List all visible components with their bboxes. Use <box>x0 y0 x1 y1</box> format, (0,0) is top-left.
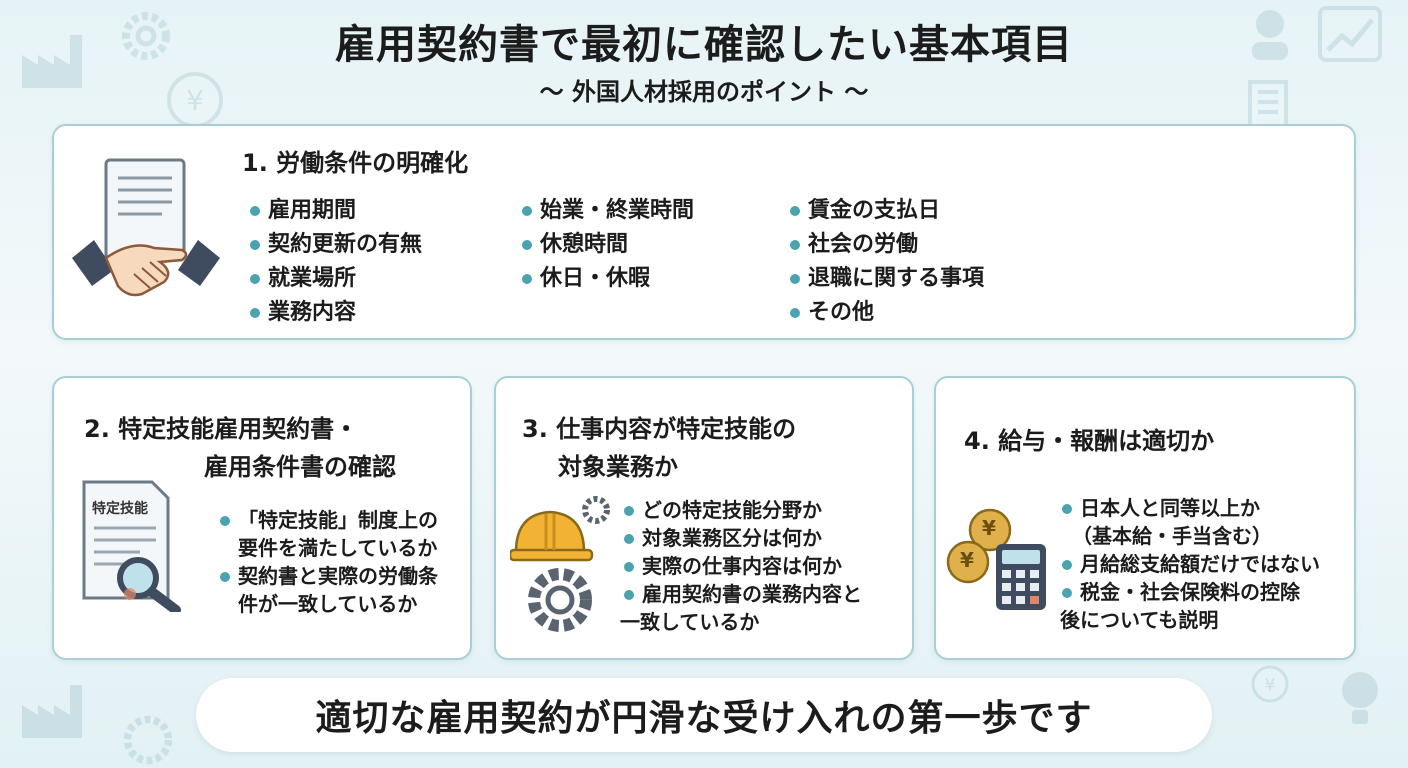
page-title: 雇用契約書で最初に確認したい基本項目 <box>335 22 1073 68</box>
list-item: 業務内容 <box>248 296 422 330</box>
card-2-title-line2: 雇用条件書の確認 <box>204 453 396 481</box>
helmet-gear-icon <box>510 496 610 632</box>
list-item: 契約更新の有無 <box>248 228 422 262</box>
list-item: 「特定技能」制度上の要件を満たしているか <box>218 506 438 562</box>
svg-text:¥: ¥ <box>186 84 204 117</box>
card-job-scope: 3. 仕事内容が特定技能の 対象業務か どの特定技能分野か 対象業務区分は何か … <box>494 376 914 660</box>
card-working-conditions: 1. 労働条件の明確化 雇用期間 契約更新の有無 就業場所 業務内容 始業・終業… <box>52 124 1356 340</box>
chart-icon <box>1318 6 1382 62</box>
card-contract-check: 2. 特定技能雇用契約書・ 雇用条件書の確認 特定技能 「特定技能」制度上の要件… <box>52 376 472 660</box>
card-1-title: 1. 労働条件の明確化 <box>242 149 469 177</box>
list-item: 休日・休暇 <box>520 262 694 296</box>
yen-coin-icon: ¥ <box>1251 665 1289 703</box>
gear-icon <box>122 12 170 60</box>
gear-icon <box>123 715 173 765</box>
card-4-title: 4. 給与・報酬は適切か <box>964 427 1215 455</box>
card-3-list: どの特定技能分野か 対象業務区分は何か 実際の仕事内容は何か 雇用契約書の業務内… <box>620 496 862 636</box>
handshake-contract-icon <box>72 158 220 297</box>
list-item: 休憩時間 <box>520 228 694 262</box>
card-2-title-line1: 2. 特定技能雇用契約書・ <box>84 415 359 443</box>
page-subtitle: 〜 外国人材採用のポイント 〜 <box>539 78 869 106</box>
factory-icon <box>22 35 82 88</box>
list-item: 対象業務区分は何か <box>622 524 862 552</box>
list-item: 賃金の支払日 <box>788 194 984 228</box>
document-label: 特定技能 <box>92 501 148 517</box>
card-1-list-col2: 始業・終業時間 休憩時間 休日・休暇 <box>520 194 694 296</box>
list-item: 契約書と実際の労働条件が一致しているか <box>218 562 438 618</box>
yen-symbol: ¥ <box>960 548 974 572</box>
svg-text:¥: ¥ <box>1264 675 1275 696</box>
list-item: 月給総支給額だけではない <box>1060 550 1320 578</box>
worker-icon <box>1252 10 1288 60</box>
yen-symbol: ¥ <box>982 516 996 540</box>
card-3-title-line1: 3. 仕事内容が特定技能の <box>522 415 797 443</box>
footer-message: 適切な雇用契約が円滑な受け入れの第一歩です <box>196 678 1212 752</box>
card-1-list-col1: 雇用期間 契約更新の有無 就業場所 業務内容 <box>248 194 422 330</box>
lightbulb-icon <box>1342 672 1378 724</box>
list-item: 雇用契約書の業務内容と一致しているか <box>620 582 862 634</box>
list-item: 社会の労働 <box>788 228 984 262</box>
coins-calculator-icon: ¥ ¥ <box>944 506 1062 614</box>
list-item: 税金・社会保険料の控除後についても説明 <box>1060 578 1320 634</box>
list-item: 実際の仕事内容は何か <box>622 552 862 580</box>
list-item: 退職に関する事項 <box>788 262 984 296</box>
list-item: 日本人と同等以上か（基本給・手当含む） <box>1060 494 1320 550</box>
list-item: 就業場所 <box>248 262 422 296</box>
card-salary-check: 4. 給与・報酬は適切か ¥ ¥ 日本人と同等以上か（基本給・手当含む） 月給総… <box>934 376 1356 660</box>
factory-icon <box>22 685 82 738</box>
list-item: その他 <box>788 296 984 330</box>
card-3-title-line2: 対象業務か <box>558 453 678 481</box>
list-item: 雇用期間 <box>248 194 422 228</box>
document-magnifier-icon: 特定技能 <box>80 478 210 612</box>
card-1-list-col3: 賃金の支払日 社会の労働 退職に関する事項 その他 <box>788 194 984 330</box>
list-item: どの特定技能分野か <box>622 496 862 524</box>
list-item: 始業・終業時間 <box>520 194 694 228</box>
card-2-list: 「特定技能」制度上の要件を満たしているか 契約書と実際の労働条件が一致しているか <box>218 506 438 618</box>
card-4-list: 日本人と同等以上か（基本給・手当含む） 月給総支給額だけではない 税金・社会保険… <box>1060 494 1320 634</box>
